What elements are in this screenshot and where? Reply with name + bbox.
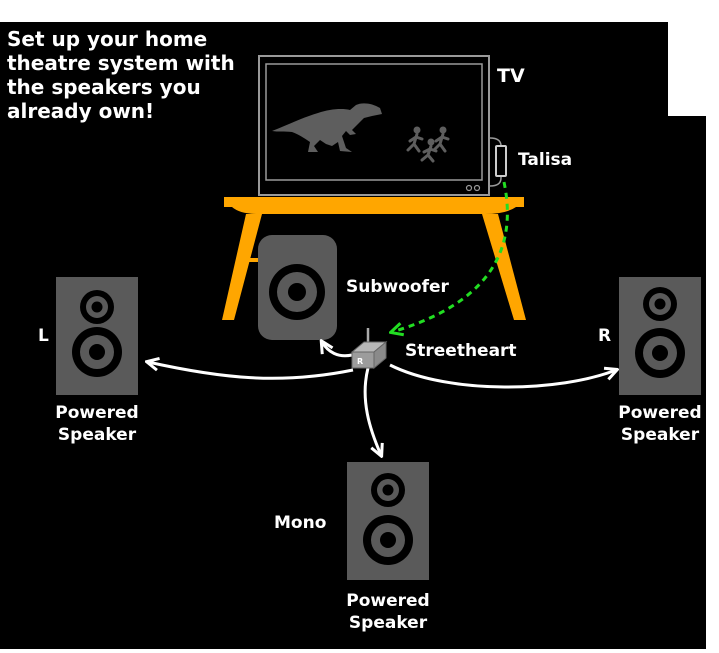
stand-top bbox=[224, 197, 524, 207]
wireless-link-arrow bbox=[392, 181, 509, 332]
left-channel-label: L bbox=[38, 326, 49, 346]
tv-label: TV bbox=[497, 65, 525, 87]
mono-channel-label: Mono bbox=[274, 513, 326, 533]
stand-leg-right bbox=[482, 214, 526, 320]
tv-stand bbox=[222, 197, 526, 320]
connection-arrows bbox=[148, 342, 616, 455]
streetheart-badge: R bbox=[357, 357, 363, 366]
diagram-background bbox=[0, 22, 706, 649]
dinosaur-icon bbox=[272, 103, 382, 152]
left-speaker-caption-1: Powered bbox=[55, 403, 138, 423]
mono-speaker-caption-2: Speaker bbox=[349, 613, 428, 633]
streetheart-label: Streetheart bbox=[405, 341, 517, 361]
right-speaker-caption-2: Speaker bbox=[621, 425, 700, 445]
tv-button bbox=[465, 184, 473, 192]
headline-line-3: the speakers you bbox=[7, 75, 201, 99]
right-speaker-caption-1: Powered bbox=[618, 403, 701, 423]
streetheart-device: R bbox=[350, 328, 388, 370]
tv-button bbox=[473, 184, 481, 192]
arrow-to-right-speaker bbox=[389, 363, 616, 389]
headline-line-2: theatre system with bbox=[7, 51, 235, 75]
stand-leg-left bbox=[222, 214, 262, 320]
stand-apron bbox=[232, 207, 516, 214]
right-speaker bbox=[619, 277, 701, 395]
subwoofer-label: Subwoofer bbox=[346, 277, 450, 297]
talisa-label: Talisa bbox=[518, 150, 572, 170]
headline-line-1: Set up your home bbox=[7, 27, 207, 51]
left-speaker bbox=[56, 277, 138, 395]
mono-speaker-caption-1: Powered bbox=[346, 591, 429, 611]
right-channel-label: R bbox=[598, 326, 611, 346]
headline: Set up your home theatre system with the… bbox=[7, 27, 235, 123]
talisa-device bbox=[495, 145, 507, 177]
left-speaker-caption-2: Speaker bbox=[58, 425, 137, 445]
subwoofer bbox=[258, 235, 337, 340]
arrow-to-mono-speaker bbox=[363, 367, 381, 455]
arrow-to-subwoofer bbox=[322, 342, 353, 358]
headline-line-4: already own! bbox=[7, 99, 154, 123]
labels: TV Talisa Subwoofer Streetheart L R Mono… bbox=[38, 65, 702, 633]
running-people-icon bbox=[406, 126, 450, 163]
mono-speaker bbox=[347, 462, 429, 580]
arrow-to-left-speaker bbox=[148, 362, 354, 380]
stand-crossbar bbox=[240, 258, 262, 262]
